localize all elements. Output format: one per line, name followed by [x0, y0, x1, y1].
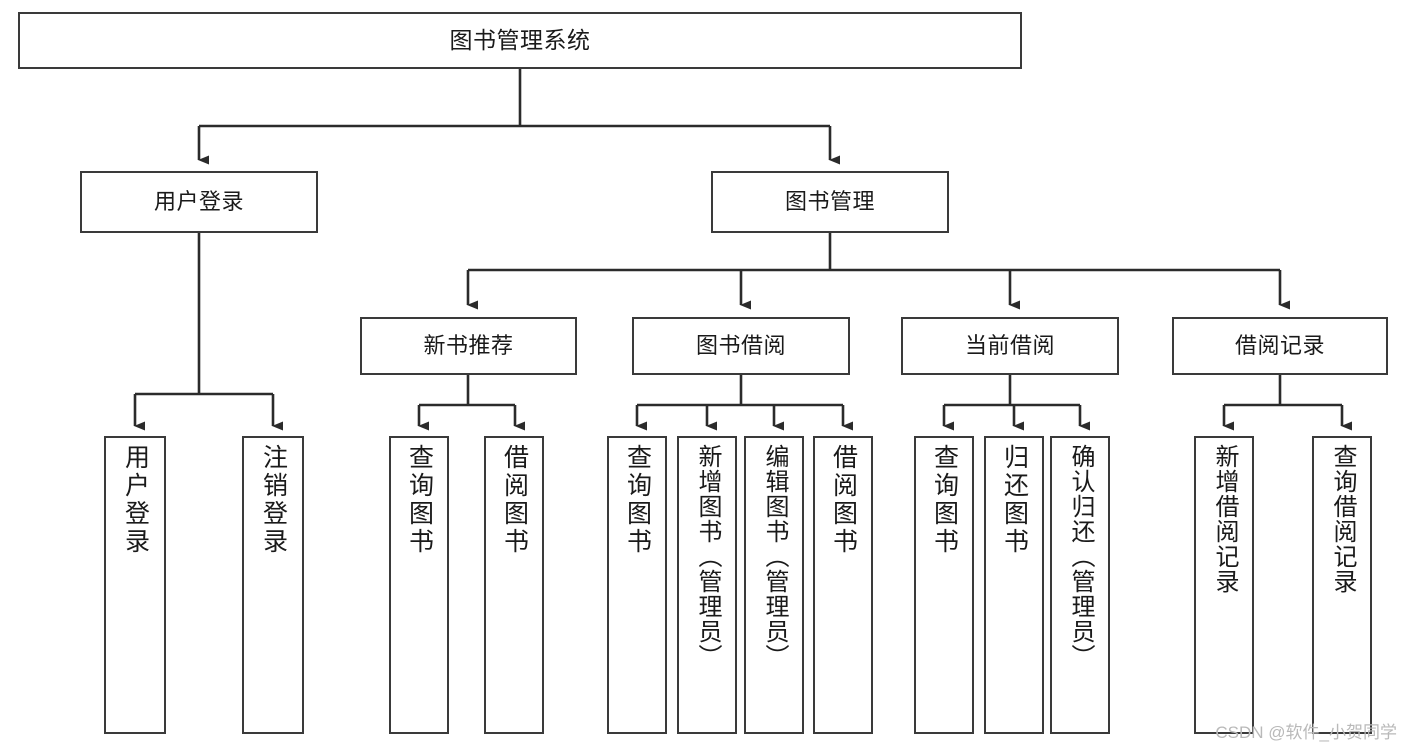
- node-leaf-query-record[interactable]: 查询借阅记录: [1312, 436, 1372, 734]
- node-leaf-borrow-book-1-label: 借阅图书: [500, 444, 529, 556]
- node-leaf-add-record[interactable]: 新增借阅记录: [1194, 436, 1254, 734]
- node-leaf-add-book[interactable]: 新增图书（管理员）: [677, 436, 737, 734]
- node-current-borrow[interactable]: 当前借阅: [901, 317, 1119, 375]
- node-borrow-record-label: 借阅记录: [1234, 332, 1325, 358]
- node-root-label: 图书管理系统: [449, 26, 591, 53]
- node-leaf-edit-book[interactable]: 编辑图书（管理员）: [744, 436, 804, 734]
- node-leaf-user-login[interactable]: 用户登录: [104, 436, 166, 734]
- node-new-book-recommend[interactable]: 新书推荐: [360, 317, 577, 375]
- node-leaf-logout-login-label: 注销登录: [259, 444, 288, 556]
- node-leaf-edit-book-label: 编辑图书（管理员）: [761, 444, 788, 669]
- node-leaf-query-book-3[interactable]: 查询图书: [914, 436, 974, 734]
- node-leaf-user-login-label: 用户登录: [121, 444, 150, 556]
- node-leaf-add-record-label: 新增借阅记录: [1211, 444, 1238, 594]
- node-leaf-logout-login[interactable]: 注销登录: [242, 436, 304, 734]
- node-book-borrow[interactable]: 图书借阅: [632, 317, 850, 375]
- node-leaf-add-book-label: 新增图书（管理员）: [694, 444, 721, 669]
- node-leaf-borrow-book-2-label: 借阅图书: [829, 444, 858, 556]
- node-leaf-confirm-return-label: 确认归还（管理员）: [1067, 444, 1094, 669]
- node-new-book-recommend-label: 新书推荐: [423, 332, 514, 358]
- node-leaf-return-book-label: 归还图书: [1000, 444, 1029, 556]
- node-leaf-borrow-book-1[interactable]: 借阅图书: [484, 436, 544, 734]
- node-user-login[interactable]: 用户登录: [80, 171, 318, 233]
- node-root[interactable]: 图书管理系统: [18, 12, 1022, 69]
- node-leaf-borrow-book-2[interactable]: 借阅图书: [813, 436, 873, 734]
- node-book-manage[interactable]: 图书管理: [711, 171, 949, 233]
- node-leaf-query-book-2[interactable]: 查询图书: [607, 436, 667, 734]
- node-book-borrow-label: 图书借阅: [695, 332, 786, 358]
- node-current-borrow-label: 当前借阅: [964, 332, 1055, 358]
- node-leaf-query-book-1-label: 查询图书: [405, 444, 434, 556]
- node-leaf-confirm-return[interactable]: 确认归还（管理员）: [1050, 436, 1110, 734]
- node-leaf-query-book-2-label: 查询图书: [623, 444, 652, 556]
- node-borrow-record[interactable]: 借阅记录: [1172, 317, 1388, 375]
- node-leaf-query-book-1[interactable]: 查询图书: [389, 436, 449, 734]
- node-leaf-return-book[interactable]: 归还图书: [984, 436, 1044, 734]
- csdn-watermark: CSDN @软件_小贺同学: [1215, 723, 1397, 742]
- node-user-login-label: 用户登录: [153, 188, 244, 214]
- node-book-manage-label: 图书管理: [784, 188, 875, 214]
- node-leaf-query-record-label: 查询借阅记录: [1329, 444, 1356, 594]
- node-leaf-query-book-3-label: 查询图书: [930, 444, 959, 556]
